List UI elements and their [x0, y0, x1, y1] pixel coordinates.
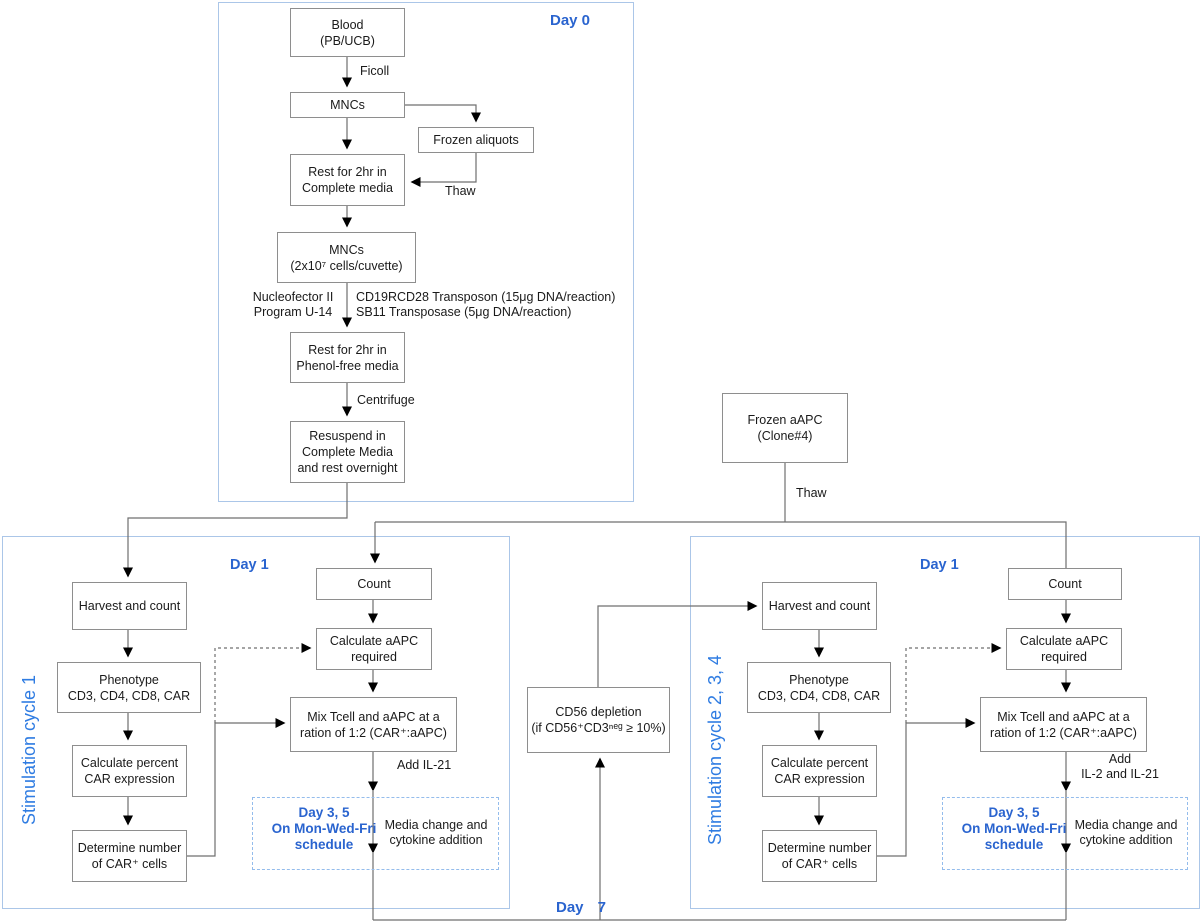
- schedule-box-c2: [942, 797, 1188, 870]
- flow-node-mix-tcell-aapc-c2: Mix Tcell and aAPC at a ration of 1:2 (C…: [980, 697, 1147, 752]
- edge-label-thaw-aliquots: Thaw: [445, 184, 476, 198]
- flow-node-mncs-cuvette: MNCs (2x10⁷ cells/cuvette): [277, 232, 416, 283]
- flow-node-harvest-count-c1: Harvest and count: [72, 582, 187, 630]
- edge-label-transfection-reagents: CD19RCD28 Transposon (15μg DNA/reaction)…: [356, 290, 616, 320]
- flow-node-determine-car-c2: Determine number of CAR⁺ cells: [762, 830, 877, 882]
- edge-label-thaw-aapc: Thaw: [796, 486, 827, 500]
- edge-label-add-il21-c1: Add IL-21: [397, 758, 452, 772]
- flow-node-determine-car-c1: Determine number of CAR⁺ cells: [72, 830, 187, 882]
- flow-node-rest-phenol-free: Rest for 2hr in Phenol-free media: [290, 332, 405, 383]
- cycle2-day1-label: Day 1: [920, 557, 959, 573]
- schedule-media-label-c1: Media change and cytokine addition: [384, 818, 488, 848]
- flow-node-mncs: MNCs: [290, 92, 405, 118]
- flow-node-resuspend: Resuspend in Complete Media and rest ove…: [290, 421, 405, 483]
- flow-node-frozen-aliquots: Frozen aliquots: [418, 127, 534, 153]
- cycle1-title: Stimulation cycle 1: [19, 674, 39, 826]
- cycle1-day1-label: Day 1: [230, 557, 269, 573]
- flow-node-frozen-aapc: Frozen aAPC (Clone#4): [722, 393, 848, 463]
- region-stimulation-cycle-1: [2, 536, 510, 909]
- edge-label-nucleofector: Nucleofector II Program U-14: [252, 290, 334, 320]
- schedule-box-c1: [252, 797, 499, 870]
- flow-node-calc-aapc-c1: Calculate aAPC required: [316, 628, 432, 670]
- edge-label-ficoll: Ficoll: [360, 64, 390, 78]
- flow-node-rest-complete-media: Rest for 2hr in Complete media: [290, 154, 405, 206]
- flow-node-calc-percent-c1: Calculate percent CAR expression: [72, 745, 187, 797]
- edge-label-add-il2-il21-c2: Add IL-2 and IL-21: [1081, 752, 1159, 782]
- edge-label-centrifuge: Centrifuge: [357, 393, 415, 407]
- schedule-day-label-c2: Day 3, 5 On Mon-Wed-Fri schedule: [961, 805, 1067, 852]
- flow-node-calc-aapc-c2: Calculate aAPC required: [1006, 628, 1122, 670]
- flow-node-phenotype-c1: Phenotype CD3, CD4, CD8, CAR: [57, 662, 201, 713]
- day0-label: Day 0: [550, 12, 591, 29]
- region-day0: [218, 2, 634, 502]
- schedule-day-label-c1: Day 3, 5 On Mon-Wed-Fri schedule: [271, 805, 377, 852]
- flow-node-phenotype-c2: Phenotype CD3, CD4, CD8, CAR: [747, 662, 891, 713]
- flow-node-mix-tcell-aapc-c1: Mix Tcell and aAPC at a ration of 1:2 (C…: [290, 697, 457, 752]
- cycle2-title: Stimulation cycle 2, 3, 4: [705, 654, 725, 846]
- flow-node-cd56-depletion: CD56 depletion (if CD56⁺CD3ⁿᵉᵍ ≥ 10%): [527, 687, 670, 753]
- schedule-media-label-c2: Media change and cytokine addition: [1074, 818, 1178, 848]
- flow-node-calc-percent-c2: Calculate percent CAR expression: [762, 745, 877, 797]
- flow-node-count-c1: Count: [316, 568, 432, 600]
- flow-node-blood: Blood (PB/UCB): [290, 8, 405, 57]
- flow-node-harvest-count-c2: Harvest and count: [762, 582, 877, 630]
- flow-node-count-c2: Count: [1008, 568, 1122, 600]
- day7-label: Day 7: [556, 899, 607, 916]
